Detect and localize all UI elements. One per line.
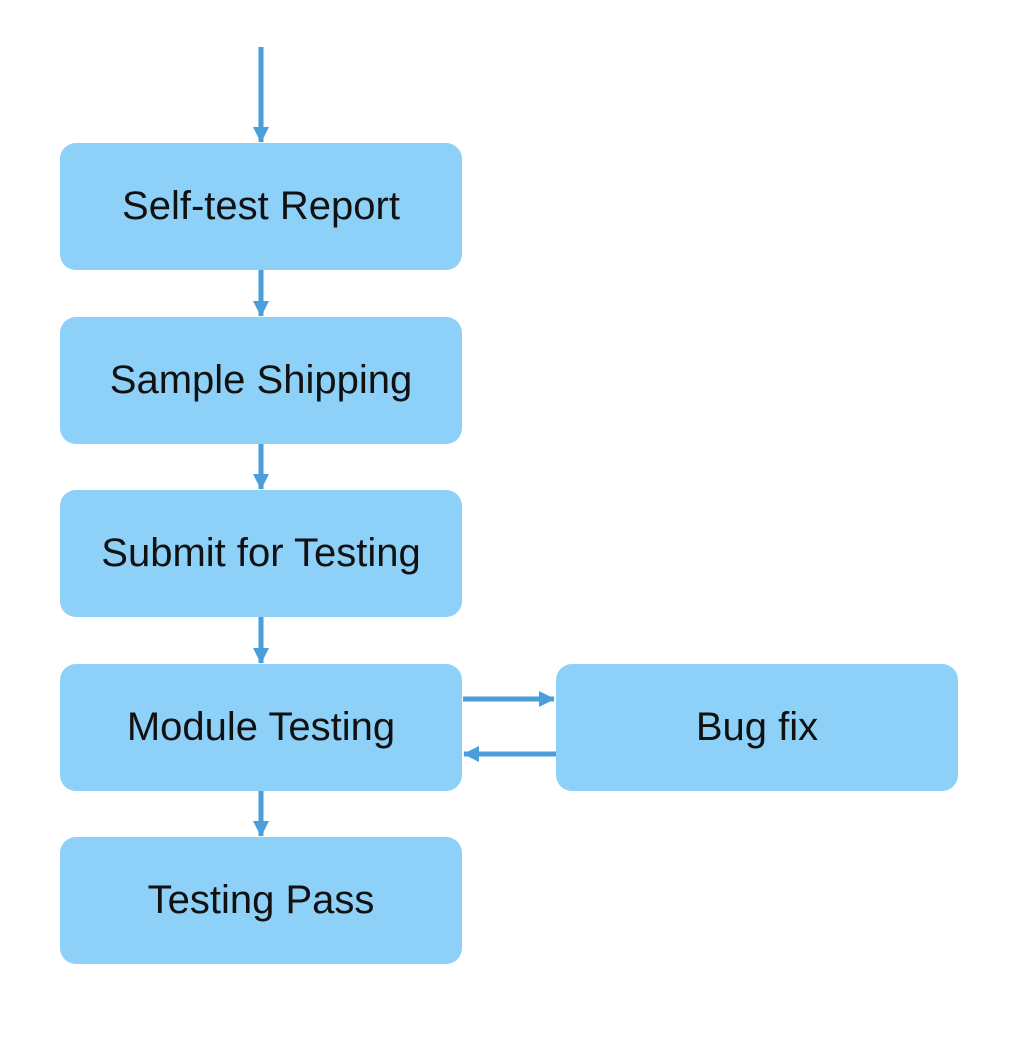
node-label: Bug fix <box>695 705 819 749</box>
node-testing-pass: Testing Pass <box>60 837 462 964</box>
node-submit-for-testing: Submit for Testing <box>60 490 462 617</box>
node-label: Sample Shipping <box>109 358 413 402</box>
node-label: Testing Pass <box>147 878 375 922</box>
node-label: Module Testing <box>126 705 396 749</box>
node-label: Self-test Report <box>122 184 400 228</box>
node-label: Submit for Testing <box>101 531 421 575</box>
node-module-testing: Module Testing <box>60 664 462 791</box>
node-bug-fix: Bug fix <box>556 664 958 791</box>
node-sample-shipping: Sample Shipping <box>60 317 462 444</box>
node-self-test-report: Self-test Report <box>60 143 462 270</box>
